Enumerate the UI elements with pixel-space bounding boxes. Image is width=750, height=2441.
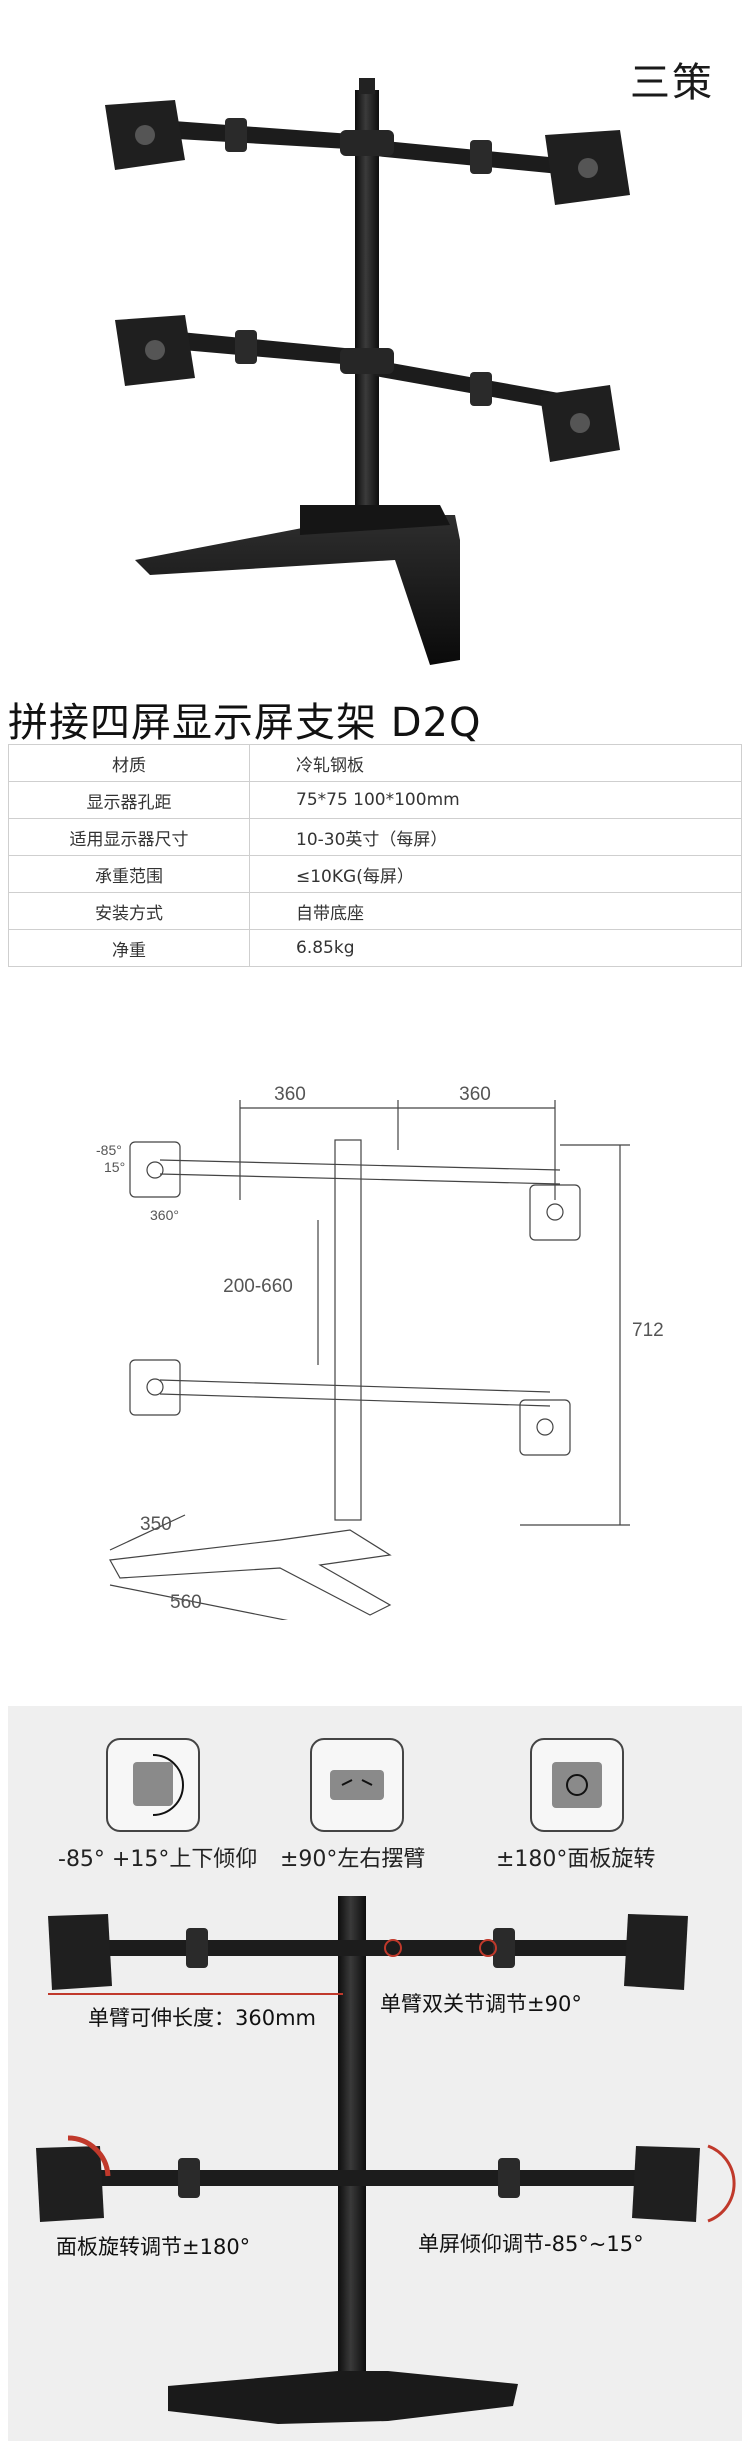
table-row: 材质 冷轧钢板 <box>8 744 742 782</box>
dim-arm-left: 360 <box>274 1084 306 1105</box>
spec-label: 安装方式 <box>8 892 250 930</box>
quad-monitor-stand-illustration <box>105 78 630 665</box>
hero-product-image: 三策 <box>0 0 750 680</box>
feature-tilt-box <box>106 1738 200 1832</box>
callout-dual-joint: 单臂双关节调节±90° <box>380 1992 582 2016</box>
table-row: 显示器孔距 75*75 100*100mm <box>8 781 742 819</box>
brand-name: 三策 <box>630 60 714 106</box>
spec-label: 适用显示器尺寸 <box>8 818 250 856</box>
swivel-icon <box>330 1770 384 1800</box>
feature-swivel-label: ±90°左右摆臂 <box>280 1847 426 1872</box>
table-row: 适用显示器尺寸 10-30英寸（每屏） <box>8 818 742 856</box>
spec-label: 材质 <box>8 744 250 782</box>
dim-base-depth: 350 <box>140 1514 172 1535</box>
angle-rotate-label: 360° <box>150 1207 179 1223</box>
spec-label: 净重 <box>8 929 250 967</box>
callout-arm-length: 单臂可伸长度：360mm <box>88 2006 316 2030</box>
table-row: 净重 6.85kg <box>8 929 742 967</box>
callout-tilt-adjust: 单屏倾仰调节-85°~15° <box>418 2232 644 2256</box>
dimension-drawing: 360 360 200-660 712 350 560 -85° 15° 360… <box>90 1060 670 1636</box>
feature-swivel-box <box>310 1738 404 1832</box>
spec-label: 显示器孔距 <box>8 781 250 819</box>
tilt-icon <box>133 1754 184 1816</box>
spec-value: 自带底座 <box>249 892 742 930</box>
dim-total-height: 712 <box>632 1320 664 1341</box>
dimension-diagram: 360 360 200-660 712 350 560 -85° 15° 360… <box>96 1084 664 1636</box>
dim-height-adjust: 200-660 <box>223 1276 293 1297</box>
spec-value: 6.85kg <box>249 929 742 967</box>
spec-value: 冷轧钢板 <box>249 744 742 782</box>
angle-tilt-up-label: 15° <box>104 1159 125 1175</box>
dim-arm-right: 360 <box>459 1084 491 1105</box>
rotate-icon <box>552 1762 602 1808</box>
spec-label: 承重范围 <box>8 855 250 893</box>
feature-rotate-label: ±180°面板旋转 <box>496 1847 656 1872</box>
features-panel: -85° +15°上下倾仰 ±90°左右摆臂 ±180°面板旋转 <box>8 1706 742 2441</box>
feature-rotate-box <box>530 1738 624 1832</box>
spec-value: ≤10KG(每屏） <box>249 855 742 893</box>
feature-tilt-label: -85° +15°上下倾仰 <box>58 1847 258 1872</box>
spec-table: 材质 冷轧钢板 显示器孔距 75*75 100*100mm 适用显示器尺寸 10… <box>8 744 742 967</box>
spec-value: 10-30英寸（每屏） <box>249 818 742 856</box>
callout-panel-rotate: 面板旋转调节±180° <box>56 2235 251 2259</box>
product-title: 拼接四屏显示屏支架 D2Q <box>8 700 482 746</box>
table-row: 安装方式 自带底座 <box>8 892 742 930</box>
spec-value: 75*75 100*100mm <box>249 781 742 819</box>
table-row: 承重范围 ≤10KG(每屏） <box>8 855 742 893</box>
feature-stand-illustration <box>36 1896 736 2424</box>
angle-tilt-label: -85° <box>96 1142 122 1158</box>
dim-base-width: 560 <box>170 1592 202 1613</box>
